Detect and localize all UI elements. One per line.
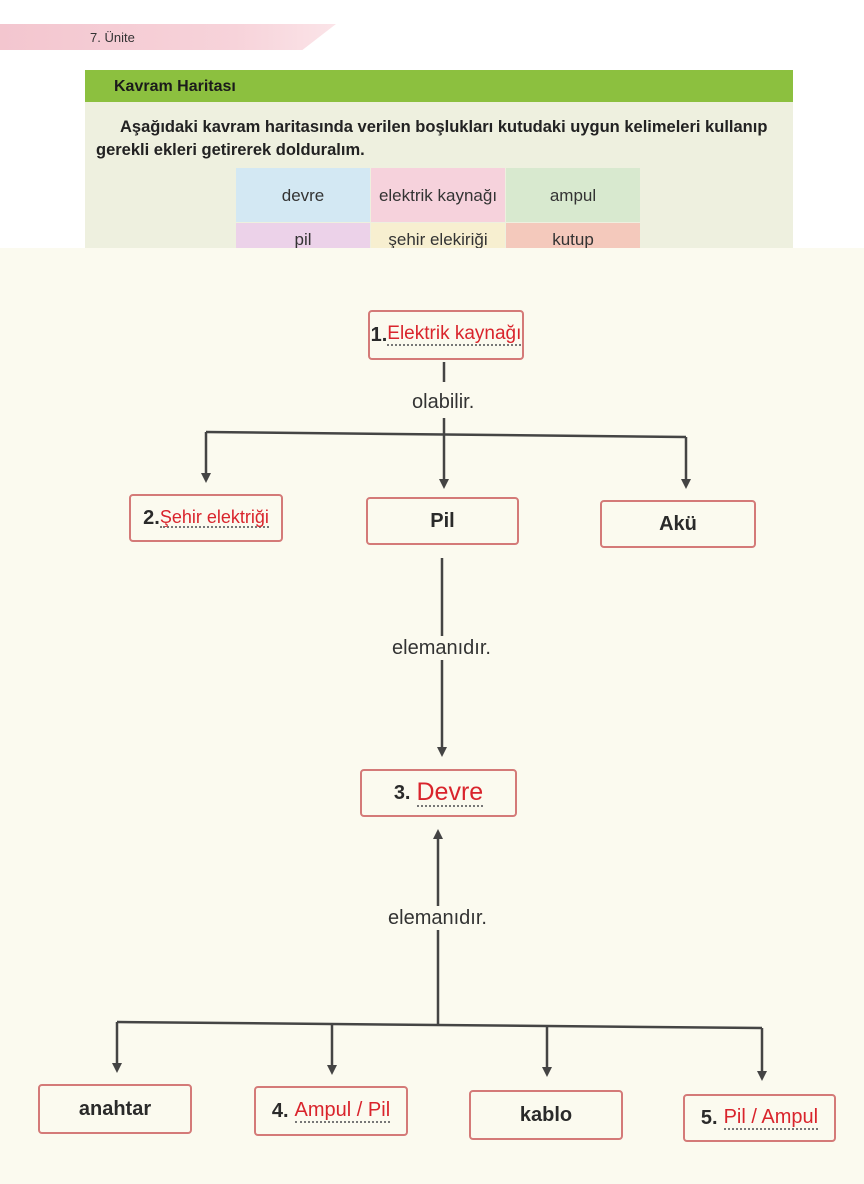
node-5-pil-ampul: 5. Pil / Ampul [683,1094,836,1142]
node-1-number: 1. [370,323,388,346]
node-3-answer: Devre [416,777,484,808]
unit-tab: 7. Ünite [0,24,336,50]
node-5-number: 5. [700,1106,718,1129]
word-elektrik-kaynagi: elektrik kaynağı [371,168,505,222]
node-4-answer: Ampul / Pil [294,1098,391,1123]
node-4-ampul-pil: 4. Ampul / Pil [254,1086,408,1136]
section-header: Kavram Haritası [85,70,793,102]
node-3-devre: 3. Devre [360,769,517,817]
word-sehir-elekirigi: şehir elekiriği [371,223,505,248]
node-3-number: 3. [393,781,411,804]
link-elemanidir-bottom: elemanıdır. [386,906,489,930]
node-5-answer: Pil / Ampul [723,1105,819,1130]
word-ampul: ampul [506,168,640,222]
node-pil: Pil [366,497,519,545]
link-olabilir: olabilir. [410,390,477,414]
node-kablo: kablo [469,1090,623,1140]
node-4-number: 4. [271,1099,289,1122]
instruction-text: Aşağıdaki kavram haritasında verilen boş… [96,118,768,159]
node-aku: Akü [600,500,756,548]
node-2-number: 2. [143,506,160,529]
node-2-sehir-elektrigi: 2. Şehir elektriği [129,494,283,542]
word-kutup: kutup [506,223,640,248]
word-box: devre elektrik kaynağı ampul pil şehir e… [236,168,640,248]
word-devre: devre [236,168,370,222]
node-2-answer: Şehir elektriği [159,506,269,529]
node-anahtar: anahtar [38,1084,192,1134]
word-pil: pil [236,223,370,248]
node-1-answer: Elektrik kaynağı [387,323,522,346]
unit-label: 7. Ünite [90,30,135,45]
section-title: Kavram Haritası [114,78,236,95]
link-elemanidir-top: elemanıdır. [390,636,493,660]
node-1-elektrik-kaynagi: 1. Elektrik kaynağı [368,310,524,360]
